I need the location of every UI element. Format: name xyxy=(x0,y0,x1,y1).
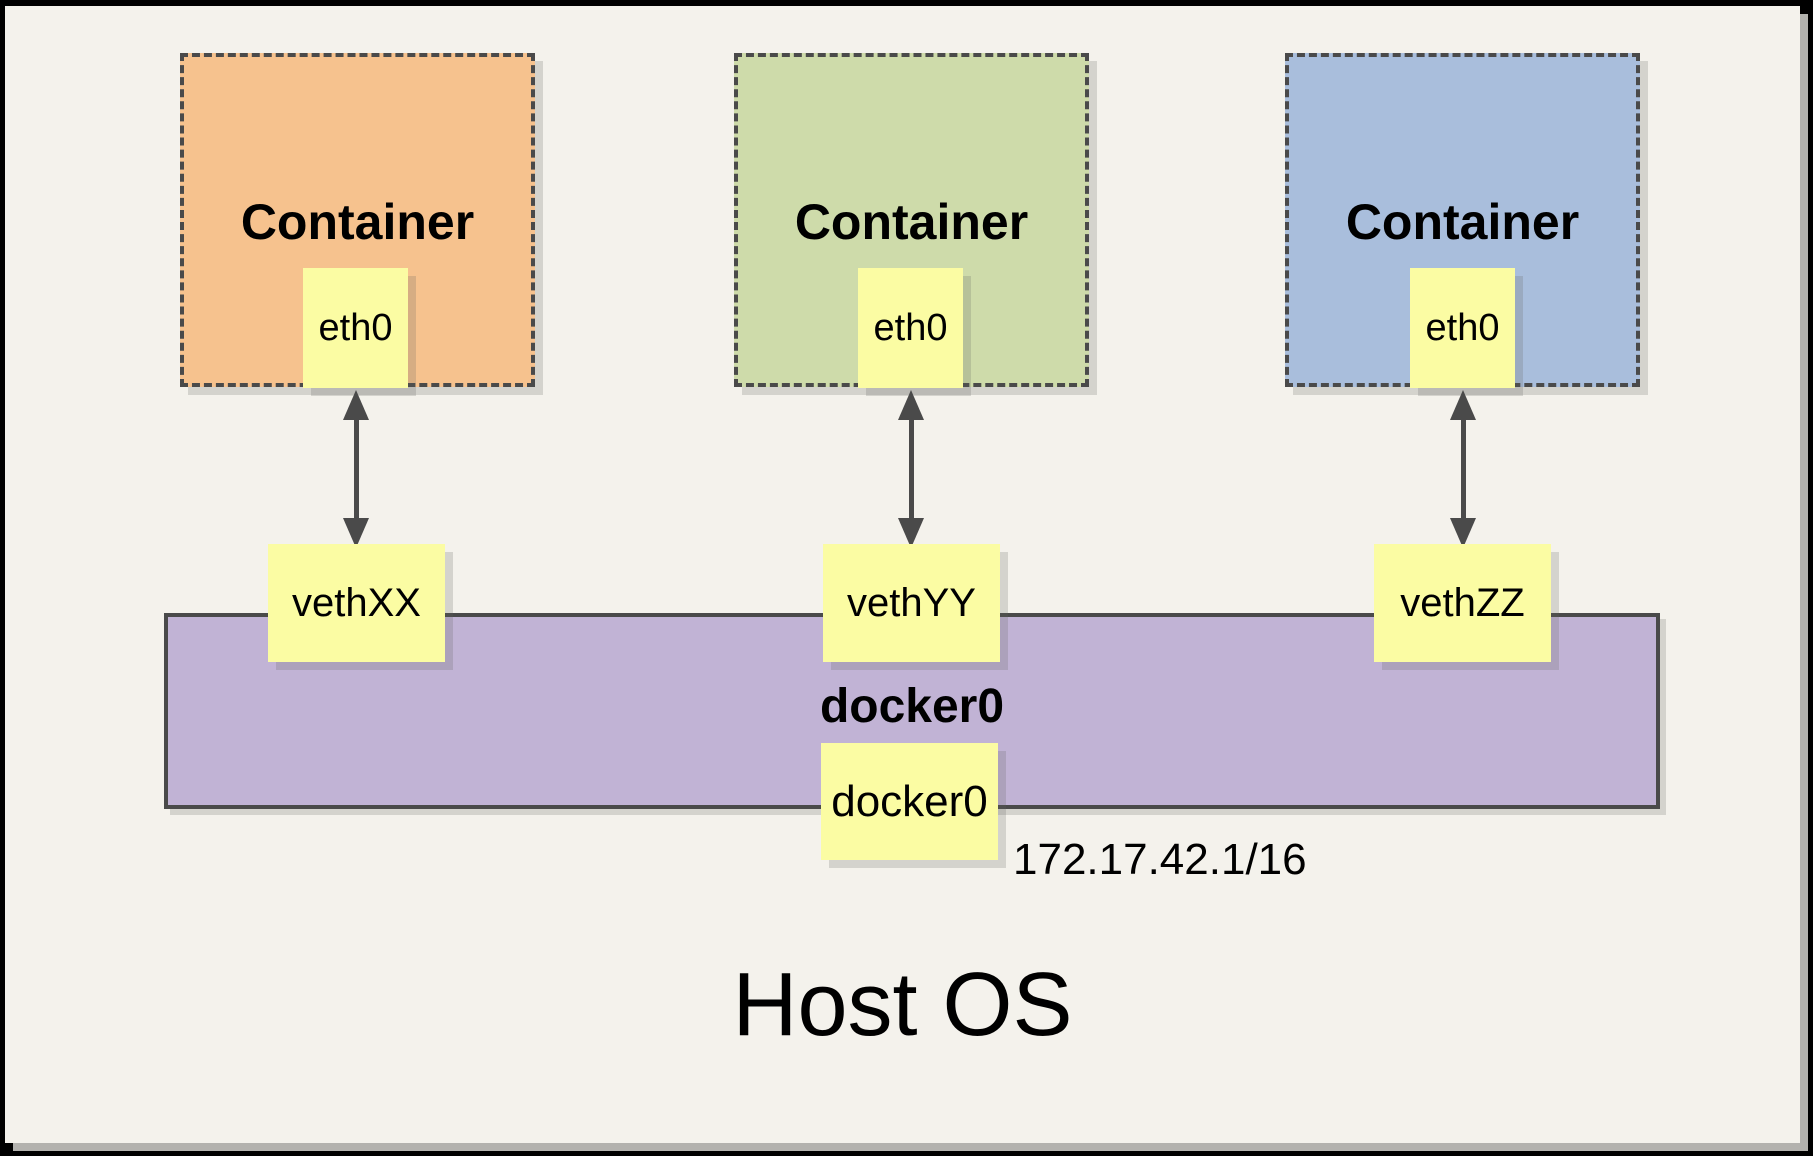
veth-2-label: vethYY xyxy=(847,580,976,625)
arrow-up-icon xyxy=(1450,390,1476,420)
arrow-down-icon xyxy=(898,518,924,548)
host-os-canvas: Container eth0 vethXX Container eth0 vet… xyxy=(5,6,1800,1143)
arrow-down-icon xyxy=(343,518,369,548)
veth-interface-2: vethYY xyxy=(823,544,1000,662)
container-3-label: Container xyxy=(1345,194,1580,250)
docker0-interface-label: docker0 xyxy=(831,776,988,826)
docker0-ip-address: 172.17.42.1/16 xyxy=(1013,835,1307,884)
veth-1-label: vethXX xyxy=(292,580,421,625)
arrow-shaft xyxy=(1460,420,1466,518)
docker0-interface: docker0 xyxy=(821,743,998,860)
container-3-eth0-interface: eth0 xyxy=(1410,268,1515,388)
container-1-label: Container xyxy=(240,194,475,250)
veth-link-arrow-2 xyxy=(898,390,924,548)
veth-link-arrow-3 xyxy=(1450,390,1476,548)
container-2-eth0-interface: eth0 xyxy=(858,268,963,388)
arrow-up-icon xyxy=(343,390,369,420)
container-1-eth0-interface: eth0 xyxy=(303,268,408,388)
host-os-title: Host OS xyxy=(732,955,1073,1055)
veth-interface-3: vethZZ xyxy=(1374,544,1551,662)
arrow-shaft xyxy=(353,420,359,518)
arrow-up-icon xyxy=(898,390,924,420)
veth-link-arrow-1 xyxy=(343,390,369,548)
arrow-down-icon xyxy=(1450,518,1476,548)
container-2-eth0-label: eth0 xyxy=(873,306,948,349)
container-3-eth0-label: eth0 xyxy=(1425,306,1500,349)
veth-3-label: vethZZ xyxy=(1400,580,1525,625)
arrow-shaft xyxy=(908,420,914,518)
container-1-eth0-label: eth0 xyxy=(318,306,393,349)
container-2-label: Container xyxy=(794,194,1029,250)
veth-interface-1: vethXX xyxy=(268,544,445,662)
docker0-bridge-label: docker0 xyxy=(819,680,1005,733)
